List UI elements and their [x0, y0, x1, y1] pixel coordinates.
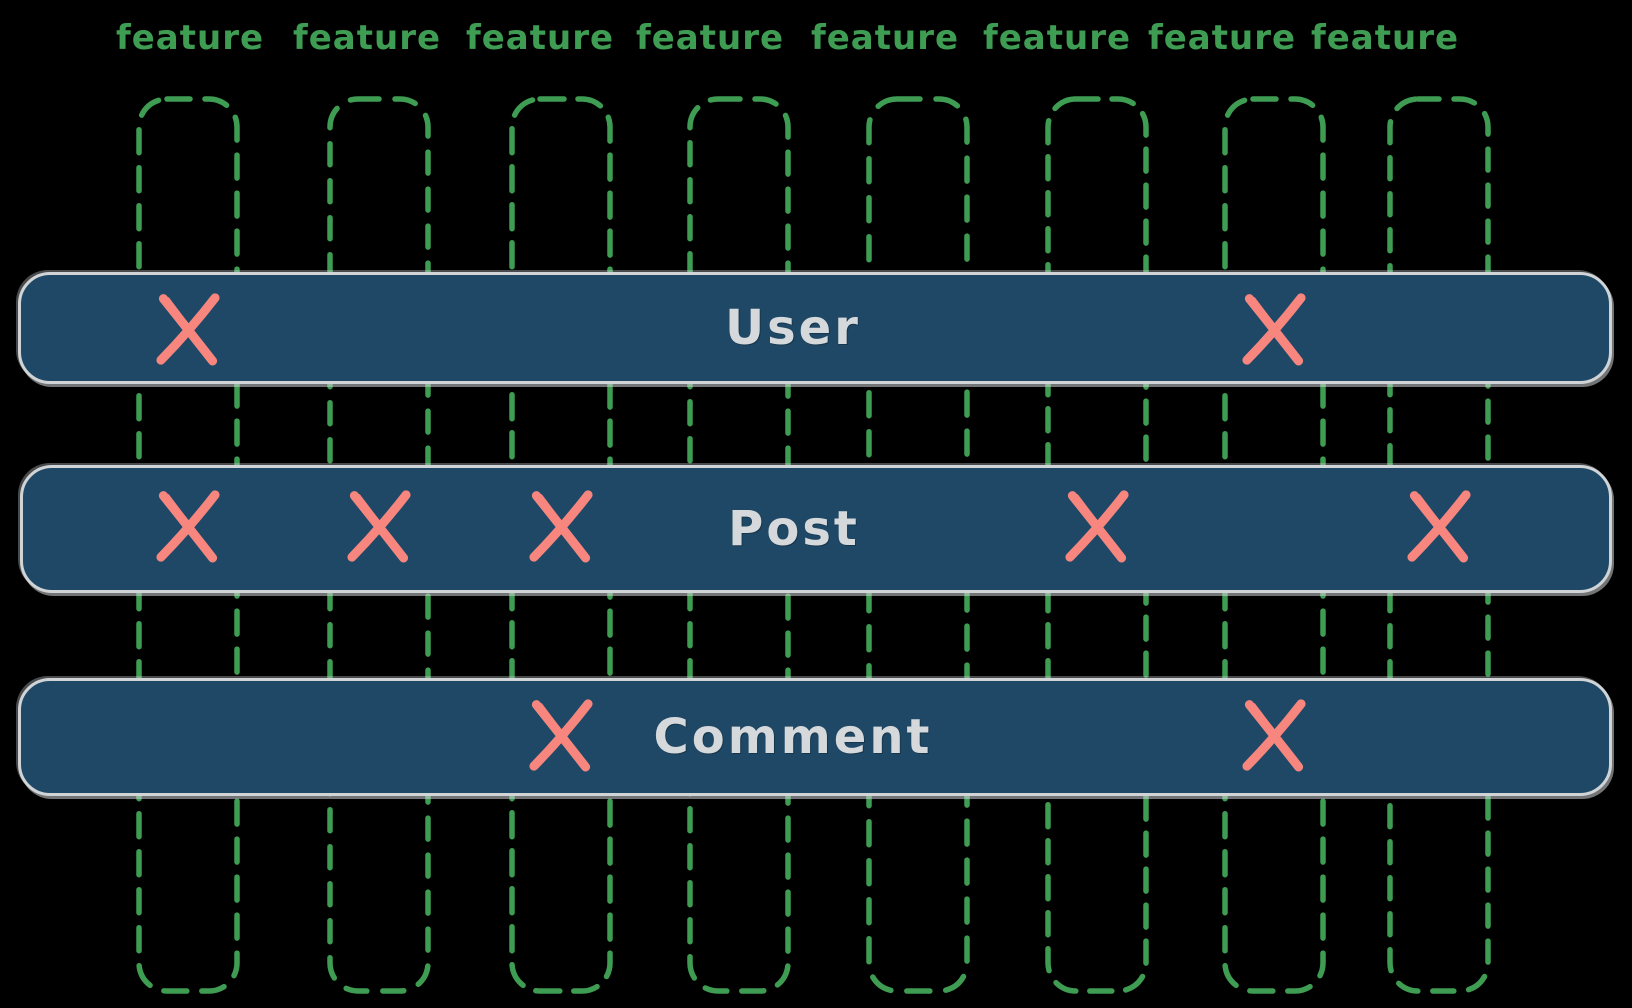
feature-column-label: feature	[982, 18, 1132, 58]
entity-row-label: Post	[728, 501, 860, 557]
entity-row-user: User	[18, 272, 1612, 384]
entity-row-label: Comment	[653, 709, 933, 765]
feature-column-label: feature	[635, 18, 785, 58]
entity-row-label: User	[725, 300, 861, 356]
entity-row-post: Post	[20, 465, 1612, 593]
feature-column-label: feature	[1147, 18, 1297, 58]
feature-column-label: feature	[1310, 18, 1460, 58]
x-mark	[338, 484, 420, 568]
x-mark	[1398, 484, 1480, 568]
x-mark	[147, 287, 229, 371]
entity-row-comment: Comment	[18, 678, 1612, 796]
feature-column	[866, 96, 970, 994]
feature-column-label: feature	[810, 18, 960, 58]
x-mark	[520, 484, 602, 568]
x-mark	[1056, 484, 1138, 568]
x-mark	[147, 484, 229, 568]
x-mark	[1233, 287, 1315, 371]
x-mark	[1233, 693, 1315, 777]
feature-column-label: feature	[115, 18, 265, 58]
feature-column-label: feature	[465, 18, 615, 58]
x-mark	[520, 693, 602, 777]
feature-column-label: feature	[292, 18, 442, 58]
